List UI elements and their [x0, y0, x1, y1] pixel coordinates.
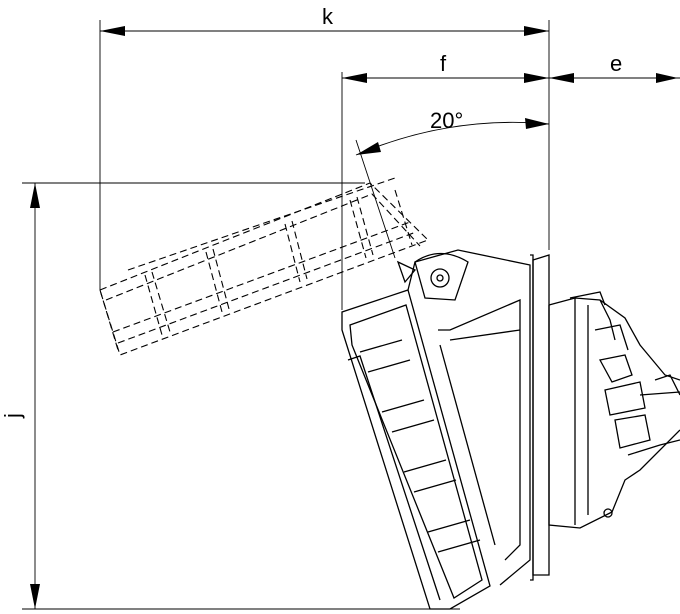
dimension-angle: 20°: [355, 108, 550, 259]
dimension-f-label: f: [440, 51, 447, 76]
hinge-circle: [430, 268, 450, 288]
dimension-e-label: e: [610, 51, 622, 76]
dimension-j-label: j: [0, 413, 25, 419]
dimension-k-label: k: [322, 4, 334, 29]
lid-open-dashed: [99, 177, 430, 356]
dimension-angle-label: 20°: [430, 108, 463, 133]
dimension-e: e: [549, 51, 680, 83]
socket-body: [341, 249, 550, 610]
extension-lines: [22, 20, 550, 610]
rear-housing: [548, 291, 680, 529]
dimension-f: f: [342, 51, 549, 83]
dimension-k: k: [100, 4, 549, 36]
dimension-j: j: [0, 183, 40, 609]
